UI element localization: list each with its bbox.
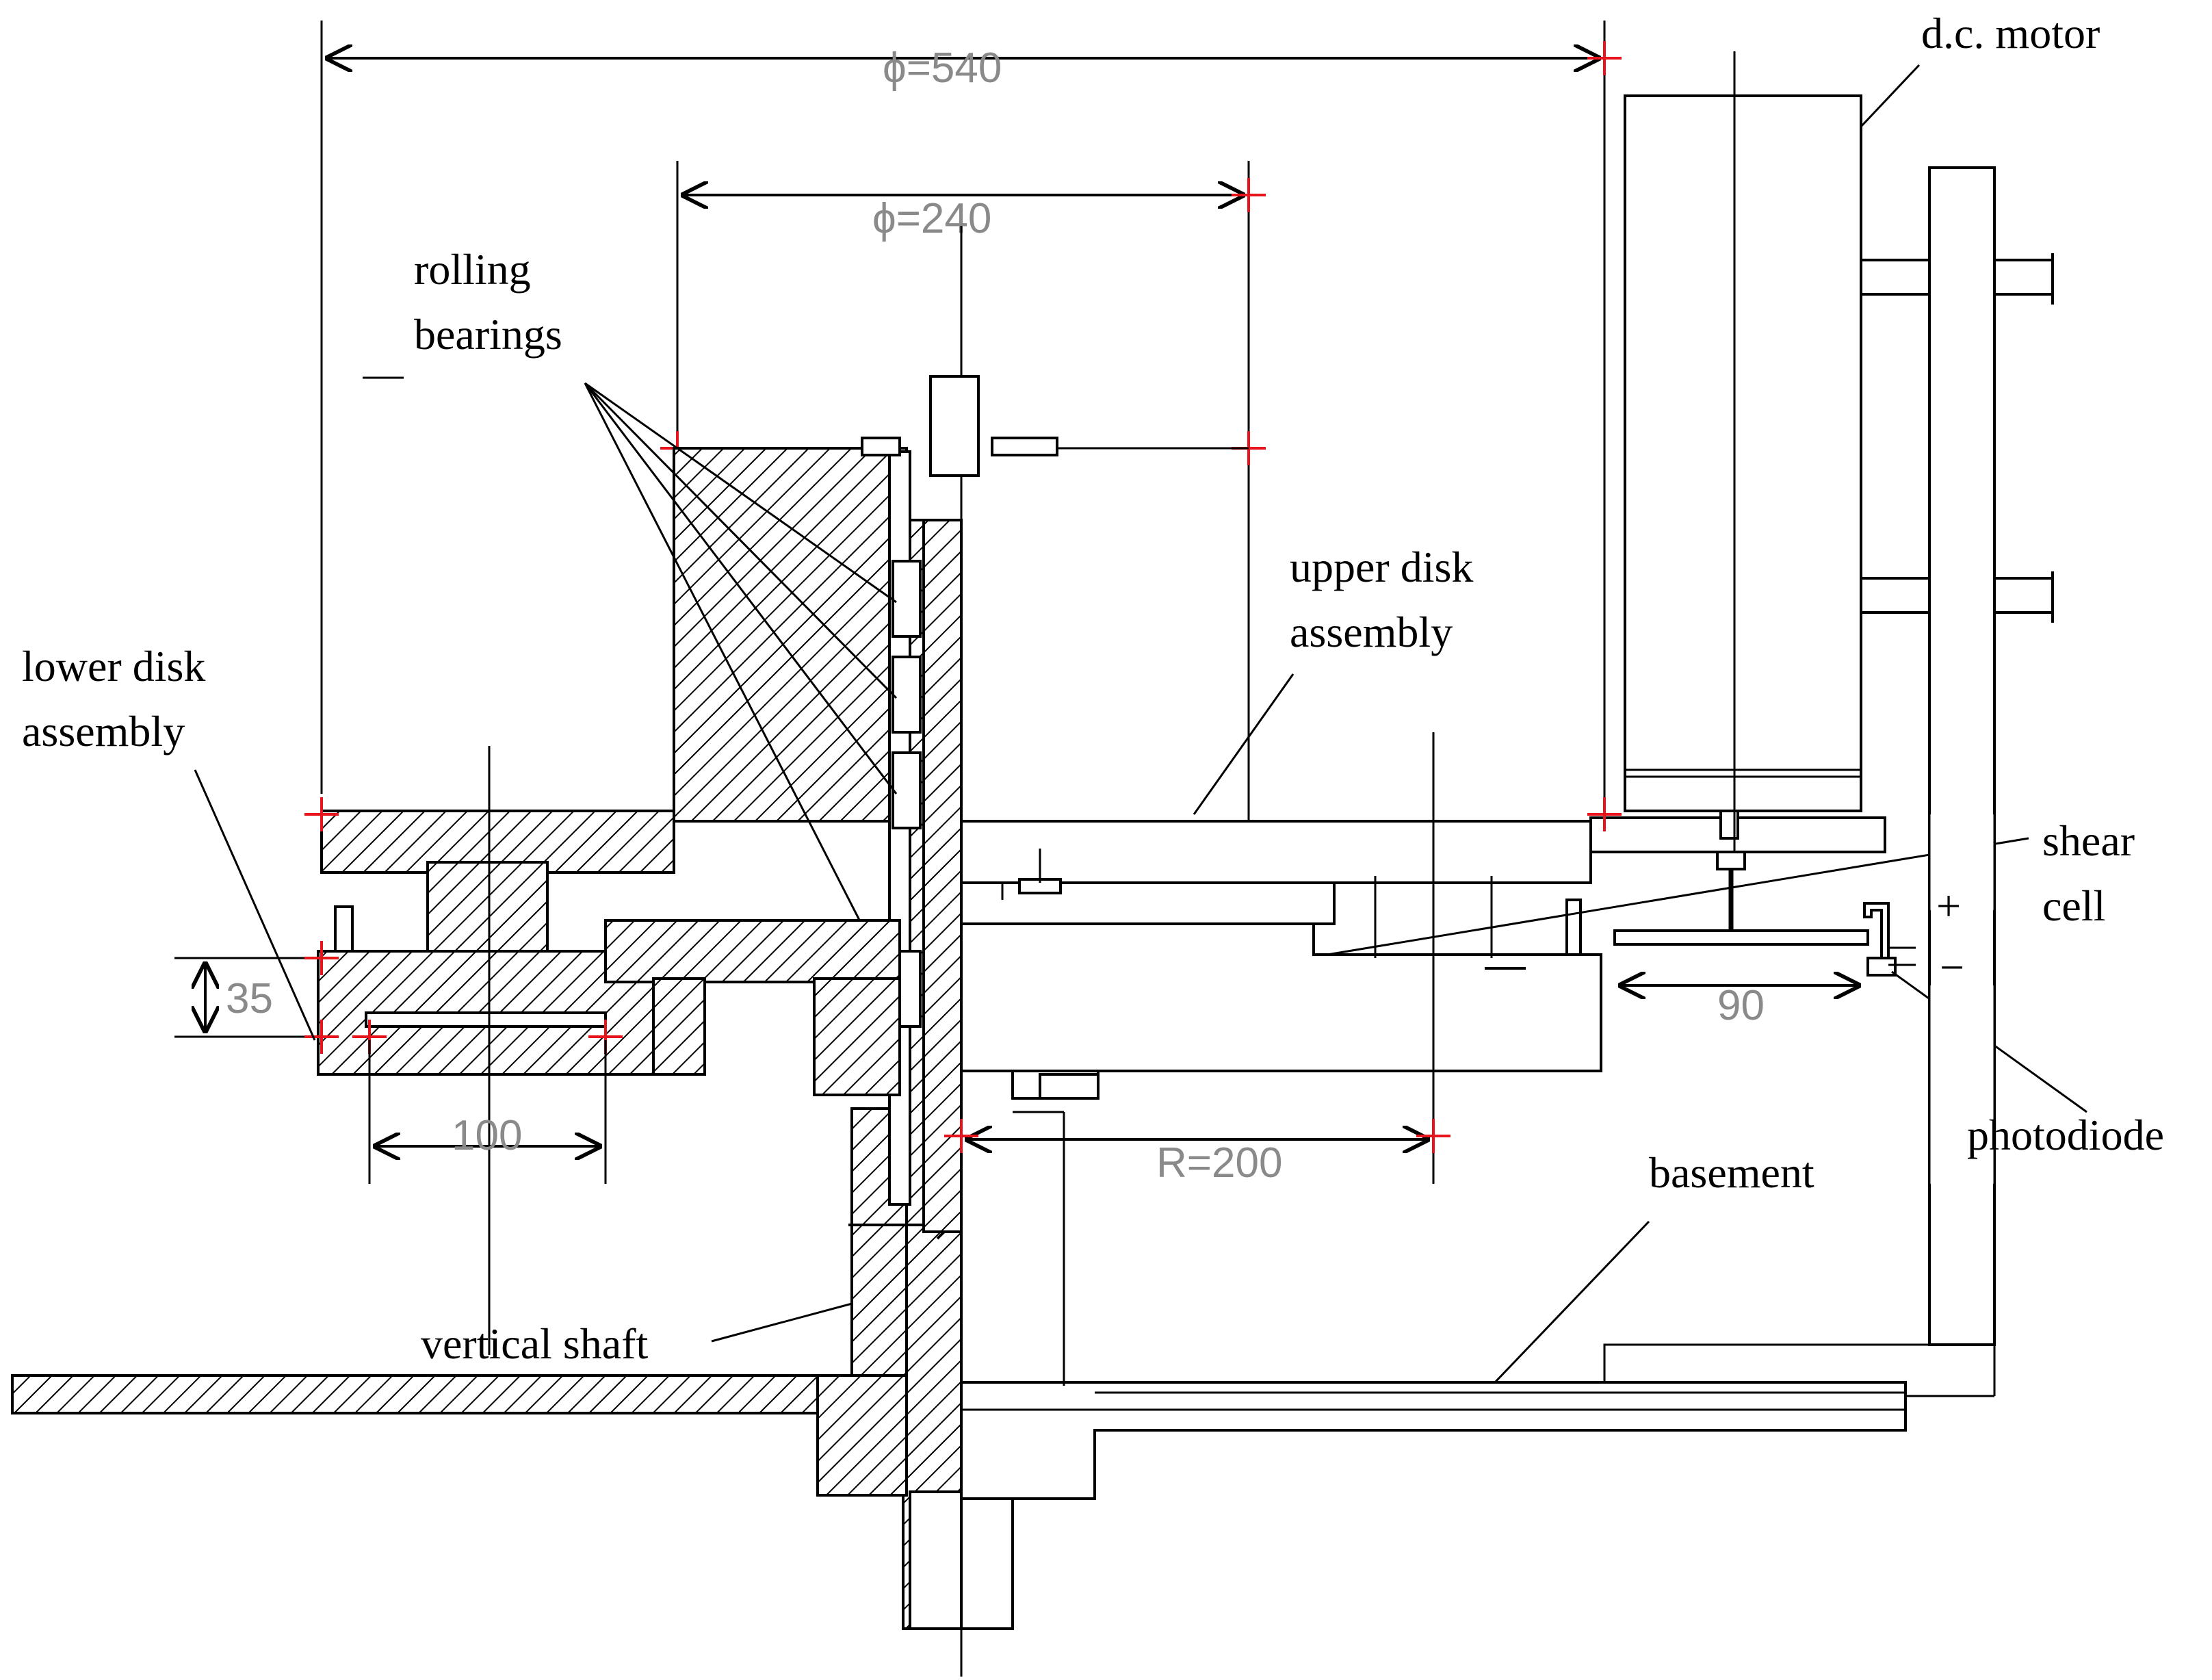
bearing-housing	[673, 375, 1249, 1233]
label-vertical-shaft: vertical shaft	[421, 1319, 649, 1368]
dimension-100: 100	[368, 1040, 607, 1184]
rolling-bearing-3	[892, 751, 922, 829]
dim-100-text: 100	[452, 1112, 522, 1159]
label-dc-motor: d.c. motor	[1921, 9, 2100, 57]
rolling-bearing-1	[892, 560, 922, 638]
label-rolling: rolling	[414, 245, 531, 294]
dimension-phi-240: ϕ=240	[660, 161, 1266, 821]
label-bearings: bearings	[414, 310, 562, 359]
label-cell: cell	[2042, 881, 2105, 930]
label-shear: shear	[2042, 816, 2135, 865]
dim-35-text: 35	[226, 975, 273, 1022]
basement	[11, 1111, 1994, 1500]
dimension-90: 90	[1618, 982, 1861, 1029]
lower-disk-leader	[194, 769, 316, 1041]
label-minus: −	[1940, 943, 1964, 992]
label-lower-disk: lower disk	[22, 642, 205, 690]
label-lower-disk-assembly: assembly	[22, 707, 185, 755]
dimension-phi-540: ϕ=540	[320, 21, 1622, 842]
dim-phi-540-text: ϕ=540	[883, 44, 1002, 92]
rolling-bearing-2	[892, 656, 922, 734]
shear-cell	[1327, 806, 2029, 956]
photodiode	[1863, 902, 2087, 1113]
dim-phi-240-text: ϕ=240	[872, 195, 991, 242]
motor-support-frame	[1860, 166, 2054, 1396]
upper-disk-assembly	[960, 816, 1886, 1100]
dim-r-200-text: R=200	[1156, 1139, 1282, 1187]
label-plus: +	[1936, 881, 1961, 930]
upper-disk-leader	[1193, 673, 1294, 815]
vertical-shaft-leader	[711, 1302, 853, 1343]
dimension-r-200: R=200	[944, 732, 1622, 1187]
label-upper-disk: upper disk	[1290, 543, 1473, 591]
dim-90-text: 90	[1717, 982, 1765, 1029]
lower-disk-assembly	[317, 746, 901, 1355]
dimension-35: 35	[174, 797, 623, 1054]
dc-motor	[1624, 51, 1921, 852]
label-upper-disk-assembly: assembly	[1290, 608, 1453, 656]
label-photodiode: photodiode	[1967, 1111, 2164, 1159]
label-basement: basement	[1649, 1148, 1814, 1197]
rolling-bearings-leaders	[584, 382, 898, 993]
